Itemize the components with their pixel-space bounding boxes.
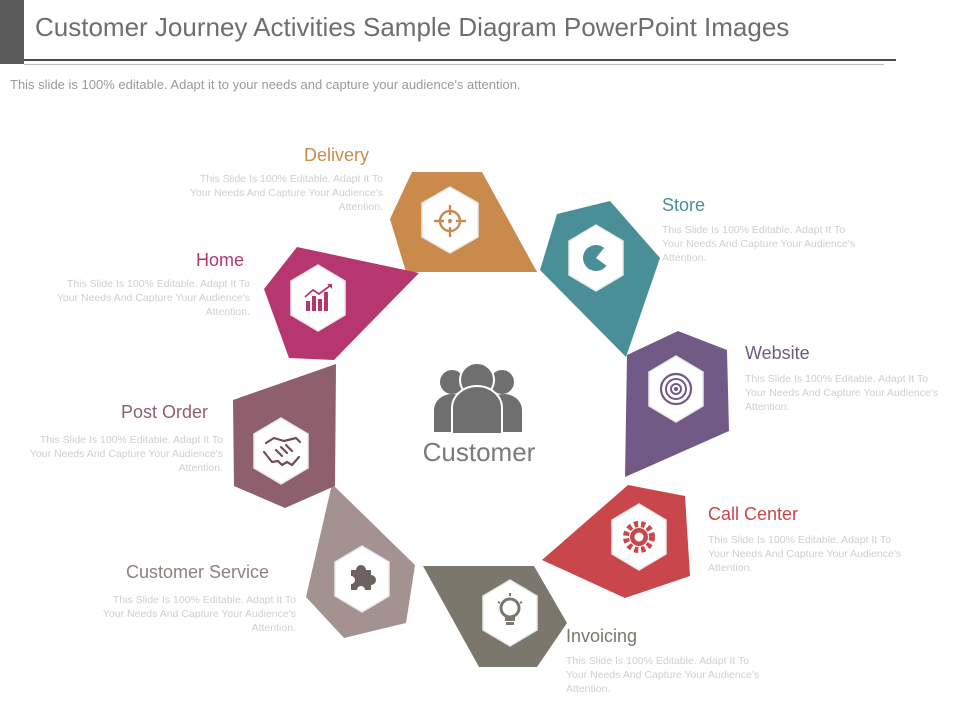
gear-icon [623, 521, 655, 553]
label-delivery: Delivery [304, 145, 370, 165]
label-customer-service: Customer Service [126, 562, 270, 582]
node-website [625, 331, 729, 477]
center-label: Customer [422, 437, 536, 467]
people-group-icon [434, 362, 522, 435]
desc-invoicing: This Slide Is 100% Editable. Adapt It To… [566, 655, 760, 695]
label-post-order: Post Order [121, 402, 209, 422]
desc-store: This Slide Is 100% Editable. Adapt It To… [662, 224, 856, 264]
desc-call-center: This Slide Is 100% Editable. Adapt It To… [708, 534, 902, 574]
label-home: Home [196, 250, 245, 270]
title-divider [24, 59, 896, 61]
node-customer-service [306, 484, 415, 638]
desc-home: This Slide Is 100% Editable. Adapt It To… [56, 278, 250, 318]
title-accent-bar [0, 0, 24, 64]
node-delivery [390, 172, 537, 272]
node-call-center [542, 485, 690, 598]
label-call-center: Call Center [708, 504, 799, 524]
node-home [264, 247, 419, 360]
title-divider-thin [24, 64, 884, 65]
pie-chart-icon [583, 245, 610, 271]
desc-post-order: This Slide Is 100% Editable. Adapt It To… [29, 434, 223, 474]
puzzle-icon [347, 565, 376, 594]
page-title: Customer Journey Activities Sample Diagr… [35, 12, 790, 42]
label-store: Store [662, 195, 706, 215]
desc-delivery: This Slide Is 100% Editable. Adapt It To… [189, 173, 383, 213]
label-website: Website [745, 343, 810, 363]
page-subtitle: This slide is 100% editable. Adapt it to… [10, 77, 521, 92]
desc-customer-service: This Slide Is 100% Editable. Adapt It To… [102, 594, 296, 634]
desc-website: This Slide Is 100% Editable. Adapt It To… [745, 373, 939, 413]
lightbulb-icon [497, 593, 523, 625]
label-invoicing: Invoicing [566, 626, 638, 646]
node-store [540, 201, 660, 357]
node-post-order [233, 364, 336, 508]
node-invoicing [423, 566, 567, 667]
target-icon [659, 372, 693, 406]
handshake-icon [262, 436, 302, 467]
bar-chart-icon [304, 284, 332, 311]
crosshair-icon [434, 205, 466, 237]
